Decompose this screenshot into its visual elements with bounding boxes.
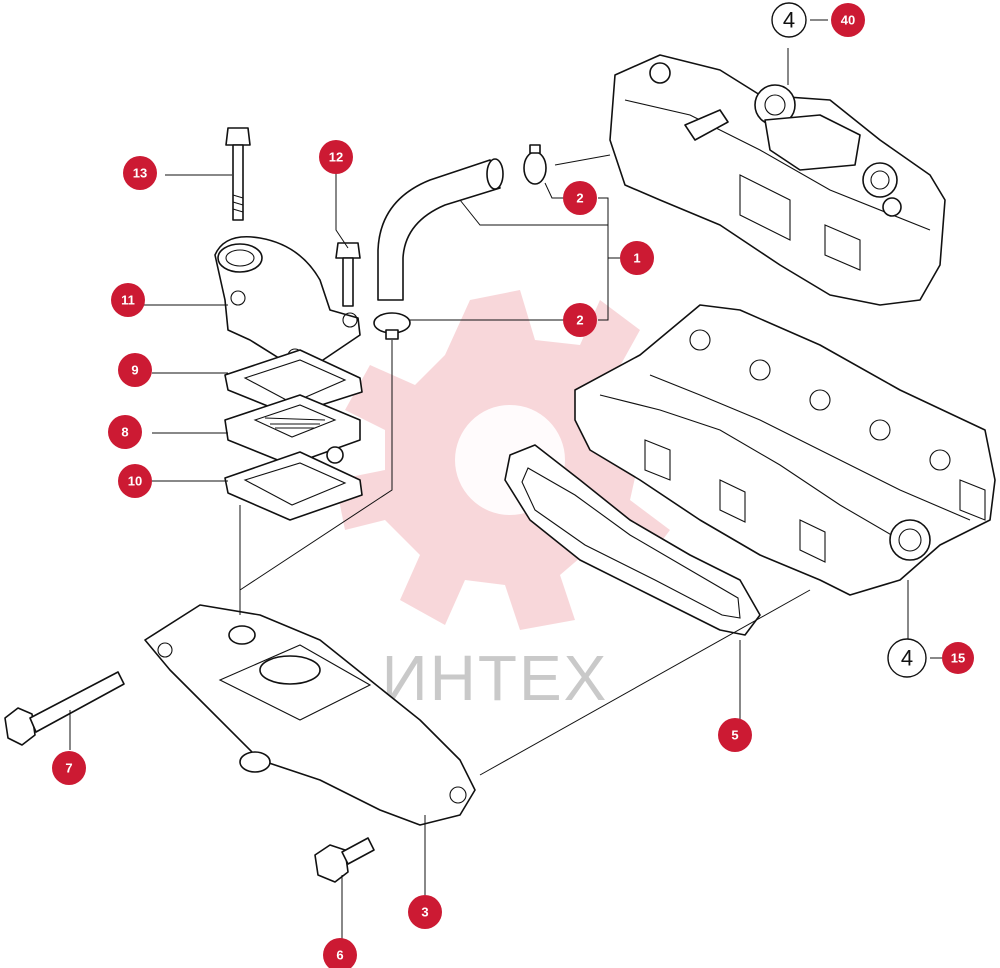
callout-label: 8 xyxy=(121,425,128,440)
reference-item-label: 15 xyxy=(951,651,965,666)
callout-label: 12 xyxy=(329,150,343,165)
callout-11[interactable]: 11 xyxy=(111,283,145,317)
callout-label: 10 xyxy=(128,474,142,489)
callout-6[interactable]: 6 xyxy=(323,938,357,968)
callout-label: 3 xyxy=(421,905,428,920)
reference-group-label: 4 xyxy=(901,646,913,671)
callout-label: 5 xyxy=(731,728,738,743)
reference-15[interactable]: 4 15 xyxy=(887,638,974,678)
callout-label: 11 xyxy=(121,293,135,308)
callout-label: 2 xyxy=(576,313,583,328)
callout-2-lower[interactable]: 2 xyxy=(563,303,597,337)
callout-3[interactable]: 3 xyxy=(408,895,442,929)
callout-8[interactable]: 8 xyxy=(108,415,142,449)
bolt-7 xyxy=(4,671,125,746)
cylinder-head xyxy=(574,304,996,596)
watermark-text: ИНТЕХ xyxy=(382,642,609,714)
reference-item-label: 40 xyxy=(841,13,855,28)
callout-label: 13 xyxy=(133,166,147,181)
gasket-10 xyxy=(224,451,363,521)
hose-clamp-upper xyxy=(523,144,547,185)
callout-label: 7 xyxy=(65,761,72,776)
callout-1[interactable]: 1 xyxy=(620,241,654,275)
reference-group-label: 4 xyxy=(783,8,795,33)
callout-9[interactable]: 9 xyxy=(118,353,152,387)
callout-label: 9 xyxy=(131,363,138,378)
callout-7[interactable]: 7 xyxy=(52,751,86,785)
bolt-13 xyxy=(225,127,251,221)
hose xyxy=(377,158,504,301)
valve-cover xyxy=(609,54,946,306)
bolt-12 xyxy=(335,242,361,307)
thermostat-housing-8 xyxy=(224,394,361,466)
callout-13[interactable]: 13 xyxy=(123,156,157,190)
head-gasket-5 xyxy=(504,444,761,636)
hose-clamp-lower xyxy=(373,312,411,340)
gasket-9 xyxy=(224,349,363,416)
callout-5[interactable]: 5 xyxy=(718,718,752,752)
callout-label: 6 xyxy=(336,948,343,963)
callout-12[interactable]: 12 xyxy=(319,140,353,174)
bolt-6 xyxy=(314,837,375,883)
callout-label: 2 xyxy=(576,191,583,206)
callout-10[interactable]: 10 xyxy=(118,464,152,498)
leader-lines xyxy=(69,48,909,940)
callout-2-upper[interactable]: 2 xyxy=(563,181,597,215)
reference-40[interactable]: 4 40 xyxy=(771,2,865,38)
callout-label: 1 xyxy=(633,251,640,266)
water-outlet-elbow-11 xyxy=(214,236,361,366)
intake-manifold-3 xyxy=(144,604,476,826)
